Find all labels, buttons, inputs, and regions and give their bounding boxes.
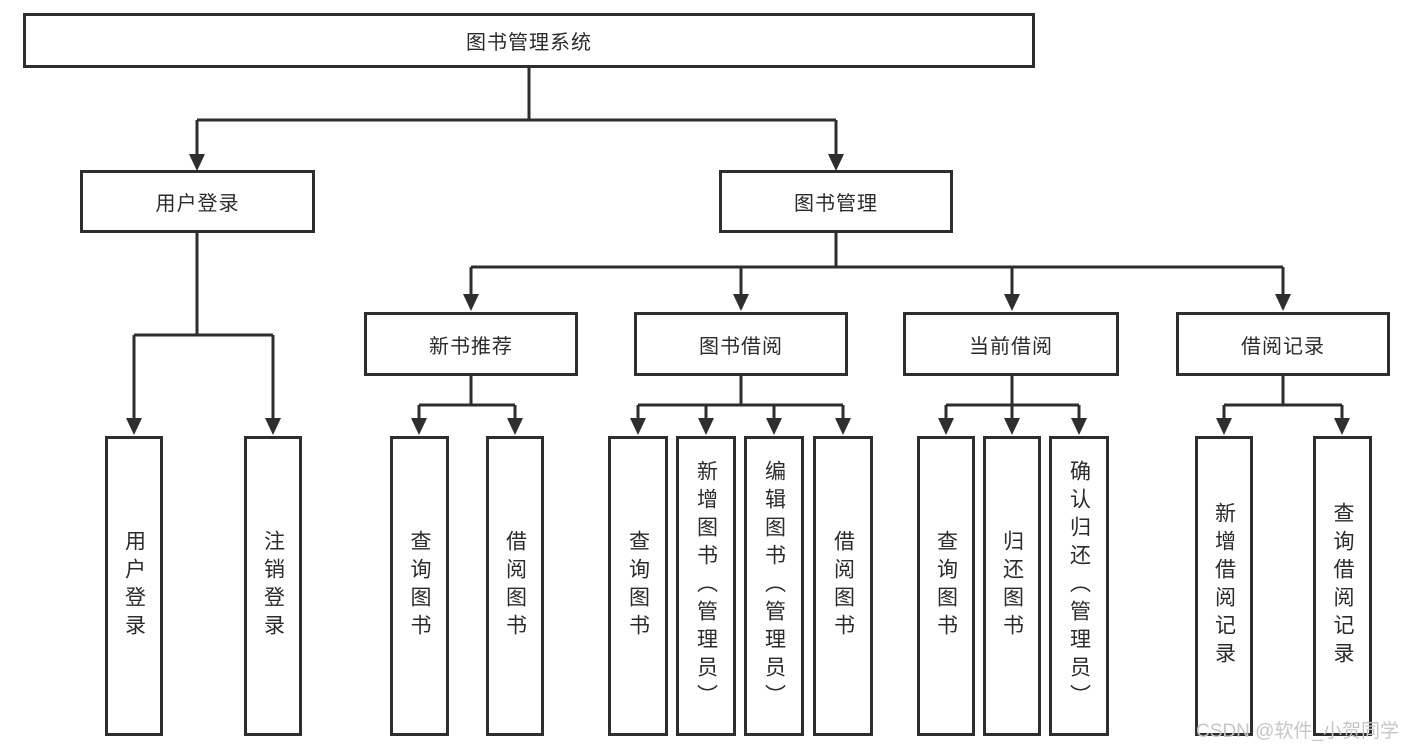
node-book-management: 图书管理 xyxy=(719,170,953,233)
node-label: 查询图书 xyxy=(626,530,650,642)
leaf-confirm-return-admin: 确认归还（管理员） xyxy=(1049,436,1109,736)
node-label: 查询图书 xyxy=(408,530,431,642)
node-user-login: 用户登录 xyxy=(80,170,315,233)
node-label: 用户登录 xyxy=(155,193,240,215)
leaf-add-books-admin: 新增图书（管理员） xyxy=(676,436,736,736)
node-root-library-system: 图书管理系统 xyxy=(23,13,1035,68)
node-label: 当前借阅 xyxy=(969,335,1053,358)
node-label: 图书管理 xyxy=(794,193,878,215)
node-label: 查询图书 xyxy=(934,530,958,642)
node-current-borrow: 当前借阅 xyxy=(903,312,1119,376)
leaf-query-books: 查询图书 xyxy=(390,436,449,736)
leaf-add-borrow-record: 新增借阅记录 xyxy=(1195,436,1253,736)
leaf-borrow-books: 借阅图书 xyxy=(813,436,873,736)
leaf-user-login: 用户登录 xyxy=(105,436,163,736)
node-label: 借阅图书 xyxy=(503,530,527,642)
node-label: 借阅记录 xyxy=(1241,335,1325,358)
leaf-borrow-books: 借阅图书 xyxy=(486,436,544,736)
leaf-edit-books-admin: 编辑图书（管理员） xyxy=(744,436,804,736)
node-label: 图书借阅 xyxy=(699,335,783,358)
node-label: 用户登录 xyxy=(122,530,146,642)
node-label: 新书推荐 xyxy=(429,335,513,358)
node-label: 图书管理系统 xyxy=(466,32,592,54)
node-label: 归还图书 xyxy=(1000,530,1024,642)
leaf-return-books: 归还图书 xyxy=(983,436,1041,736)
csdn-watermark: CSDN @软件_小贺同学 xyxy=(1196,721,1399,742)
leaf-query-books: 查询图书 xyxy=(917,436,975,736)
node-borrow-records: 借阅记录 xyxy=(1176,312,1390,376)
node-label: 借阅图书 xyxy=(831,530,855,642)
node-book-borrow: 图书借阅 xyxy=(634,312,848,376)
arrowheads xyxy=(126,154,1350,435)
node-label: 新增借阅记录 xyxy=(1212,502,1236,670)
node-label: 查询借阅记录 xyxy=(1331,502,1354,670)
leaf-query-books: 查询图书 xyxy=(608,436,668,736)
leaf-query-borrow-record: 查询借阅记录 xyxy=(1313,436,1372,736)
node-label: 新增图书（管理员） xyxy=(694,460,718,712)
node-label: 注销登录 xyxy=(261,530,285,642)
node-label: 确认归还（管理员） xyxy=(1067,460,1091,712)
node-label: 编辑图书（管理员） xyxy=(762,460,786,712)
node-new-book-recommend: 新书推荐 xyxy=(364,312,578,376)
leaf-logout: 注销登录 xyxy=(244,436,302,736)
